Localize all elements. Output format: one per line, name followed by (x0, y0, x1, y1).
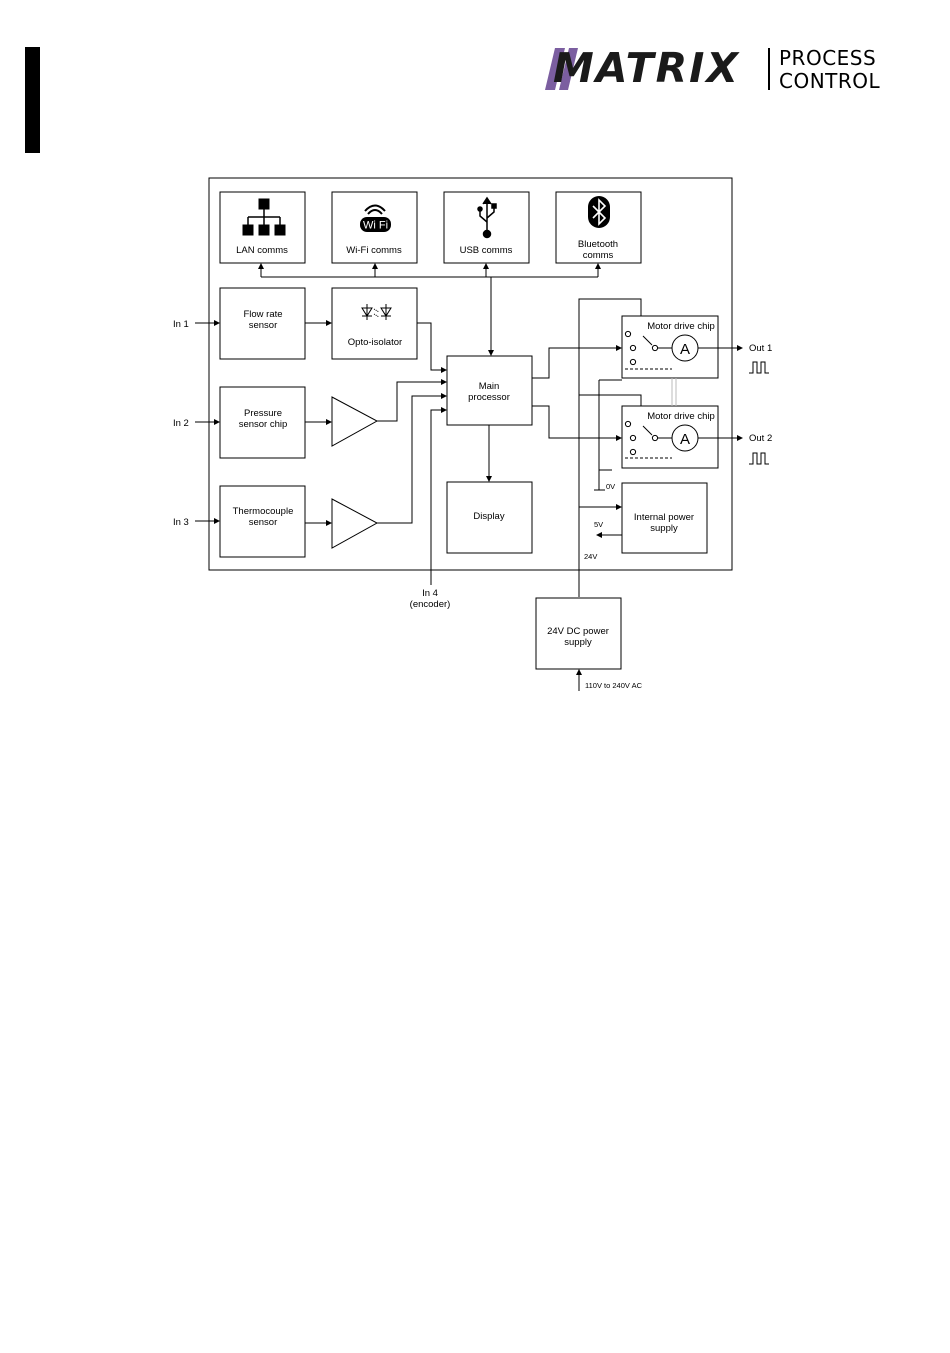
wifi-comms-label: Wi-Fi comms (346, 245, 402, 256)
thermocouple-sensor-box (219, 485, 306, 558)
dc-power-label-1: 24V DC power (547, 626, 609, 637)
in4-label-1: In 4 (422, 588, 438, 599)
bluetooth-comms-label-2: comms (583, 250, 614, 261)
twenty-four-volt-label: 24V (584, 552, 597, 561)
five-volt-label: 5V (594, 520, 603, 529)
wifi-icon: Wi Fi (360, 204, 391, 232)
flow-rate-label-1: Flow rate (243, 309, 282, 320)
out1-label: Out 1 (749, 343, 772, 354)
in1-label: In 1 (173, 319, 189, 330)
opto-isolator-label: Opto-isolator (348, 337, 402, 348)
opto-isolator-box (331, 287, 418, 360)
side-bar (25, 47, 40, 153)
zero-volt-label: 0V (606, 482, 615, 491)
wifi-badge: Wi Fi (363, 220, 388, 232)
bluetooth-icon (588, 196, 610, 228)
enclosure-frame (208, 177, 733, 571)
logo-control: CONTROL (779, 69, 881, 93)
main-processor-label-2: processor (468, 392, 510, 403)
logo-process: PROCESS (779, 46, 877, 70)
thermocouple-label-2: sensor (249, 517, 278, 528)
in2-label: In 2 (173, 418, 189, 429)
pressure-label-2: sensor chip (239, 419, 288, 430)
logo-divider (768, 48, 770, 90)
display-box (446, 481, 533, 554)
ammeter-2-label: A (680, 431, 690, 448)
pulse-wave-icon (749, 452, 769, 465)
dc-power-label-2: supply (564, 637, 592, 648)
lan-comms-label: LAN comms (236, 245, 288, 256)
display-label: Display (473, 511, 504, 522)
thermocouple-label-1: Thermocouple (233, 506, 294, 517)
internal-power-supply-box (621, 482, 708, 554)
led-icon (361, 304, 392, 320)
amplifier-2 (331, 498, 379, 549)
lan-network-icon (242, 198, 286, 236)
internal-power-label-1: Internal power (634, 512, 694, 523)
amplifier-1 (331, 396, 379, 447)
logo-brand: MATRIX (553, 44, 741, 92)
pressure-label-1: Pressure (244, 408, 282, 419)
logo-stripes-icon (545, 48, 578, 90)
motor-drive-chip-1 (621, 315, 719, 379)
flow-rate-label-2: sensor (249, 320, 278, 331)
ammeter-1-label: A (680, 341, 690, 358)
internal-power-label-2: supply (650, 523, 678, 534)
bluetooth-comms-label-1: Bluetooth (578, 239, 618, 250)
main-processor-label-1: Main (479, 381, 500, 392)
pulse-wave-icon (749, 361, 769, 374)
in3-label: In 3 (173, 517, 189, 528)
motor-drive-chip-1-label: Motor drive chip (647, 321, 715, 332)
out2-label: Out 2 (749, 433, 772, 444)
ac-input-label: 110V to 240V AC (585, 681, 643, 690)
motor-drive-chip-2 (621, 405, 719, 469)
motor-drive-chip-2-label: Motor drive chip (647, 411, 715, 422)
usb-comms-label: USB comms (460, 245, 513, 256)
usb-icon (477, 196, 497, 239)
in4-label-2: (encoder) (410, 599, 451, 610)
